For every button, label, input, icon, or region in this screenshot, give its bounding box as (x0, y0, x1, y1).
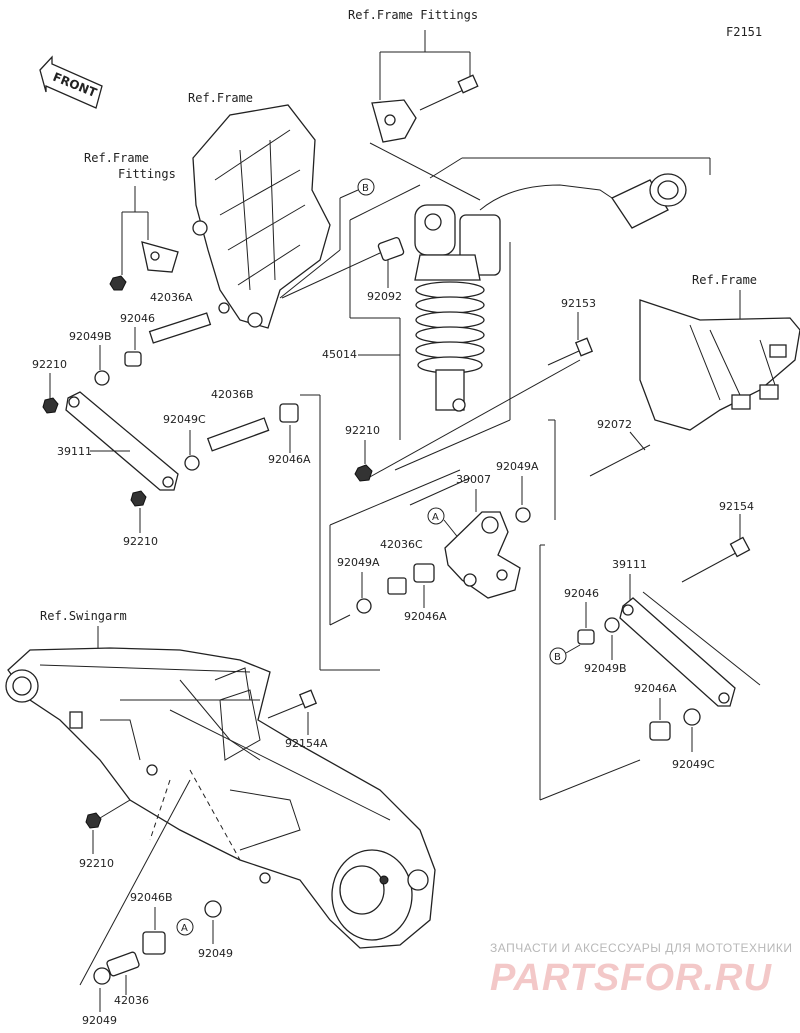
left-tie-rod: 42036A 92046 92049B 92210 39111 92049C 4… (32, 291, 380, 671)
marker-a-mid: A (427, 507, 461, 541)
shock-outline-lines (349, 157, 711, 506)
label-92049A-left: 92049A (337, 556, 380, 569)
marker-a-bottom-text: A (181, 923, 188, 934)
front-arrow-badge: FRONT (39, 55, 103, 109)
right-tie-rod: 92154 39111 92046 B 92049B 92046A 92049C (539, 500, 761, 801)
label-92049-bottom-left: 92049 (82, 1014, 117, 1027)
ref-swingarm: Ref.Swingarm (40, 609, 127, 623)
label-92049B-right: 92049B (584, 662, 627, 675)
label-92046-right: 92046 (564, 587, 599, 600)
label-92049-bottom-right: 92049 (198, 947, 233, 960)
label-92046B: 92046B (130, 891, 173, 904)
part-92092-collar: 92092 (367, 236, 405, 303)
label-92049B-left: 92049B (69, 330, 112, 343)
swingarm: Ref.Swingarm (5, 609, 436, 949)
label-92049C-right: 92049C (672, 758, 715, 771)
label-92049A-right: 92049A (496, 460, 539, 473)
label-92072: 92072 (597, 418, 632, 431)
rocker-arm-39007: A 39007 92049A 42036C 92049A 92046A (329, 419, 556, 626)
label-92210-bottom: 92210 (79, 857, 114, 870)
label-42036B: 42036B (211, 388, 254, 401)
frame-right-section: Ref.Frame (639, 273, 800, 431)
marker-b-top-text: B (362, 183, 369, 194)
part-92153-bolt: 92153 (547, 297, 596, 366)
ref-frame-left: Ref.Frame (188, 91, 253, 105)
label-92046-top: 92046 (120, 312, 155, 325)
label-92092: 92092 (367, 290, 402, 303)
label-92154A: 92154A (285, 737, 328, 750)
label-42036C: 42036C (380, 538, 423, 551)
marker-b-right-text: B (554, 652, 561, 663)
part-92072-tie: 92072 (589, 418, 651, 477)
figure-id: F2151 (726, 25, 762, 39)
label-92049C-left: 92049C (163, 413, 206, 426)
label-92210-left-bottom: 92210 (123, 535, 158, 548)
marker-b-right: B (549, 644, 581, 665)
ref-frame-right: Ref.Frame (692, 273, 757, 287)
label-39007: 39007 (456, 473, 491, 486)
part-92210-bottom-nut: 92210 (79, 799, 131, 870)
label-92210-left-top: 92210 (32, 358, 67, 371)
bottom-bearing-set: 92046B A 92049 42036 92049 (79, 779, 233, 1027)
label-92046A-mid: 92046A (404, 610, 447, 623)
label-39111-left: 39111 (57, 445, 92, 458)
label-45014: 45014 (322, 348, 357, 361)
shock-spring (415, 281, 485, 374)
label-92154: 92154 (719, 500, 754, 513)
part-92210-mid-nut: 92210 (345, 424, 380, 482)
ref-frame-fittings-left-1: Ref.Frame (84, 151, 149, 165)
shock-absorber (414, 173, 687, 412)
frame-fittings-left: Ref.Frame Fittings (84, 151, 179, 291)
frame-left-bracket: Ref.Frame (188, 91, 381, 329)
frame-fitting-bracket-top (369, 30, 481, 201)
marker-a-mid-text: A (432, 512, 439, 523)
label-42036: 42036 (114, 994, 149, 1007)
watermark: ЗАПЧАСТИ И АКСЕССУАРЫ ДЛЯ МОТОТЕХНИКИ PA… (490, 941, 792, 999)
marker-b-top: B (279, 178, 375, 299)
label-92046A-right: 92046A (634, 682, 677, 695)
marker-a-bottom: A (176, 918, 194, 936)
watermark-subtitle: ЗАПЧАСТИ И АКСЕССУАРЫ ДЛЯ МОТОТЕХНИКИ (490, 941, 792, 955)
part-92154A-bolt: 92154A (267, 689, 328, 750)
ref-frame-fittings-left-2: Fittings (118, 167, 176, 181)
watermark-brand: PARTSFOR.RU (490, 957, 772, 999)
label-92153: 92153 (561, 297, 596, 310)
label-92210-mid: 92210 (345, 424, 380, 437)
ref-frame-fittings-top: Ref.Frame Fittings (348, 8, 478, 22)
label-92046A-left: 92046A (268, 453, 311, 466)
label-42036A: 42036A (150, 291, 193, 304)
label-39111-right: 39111 (612, 558, 647, 571)
